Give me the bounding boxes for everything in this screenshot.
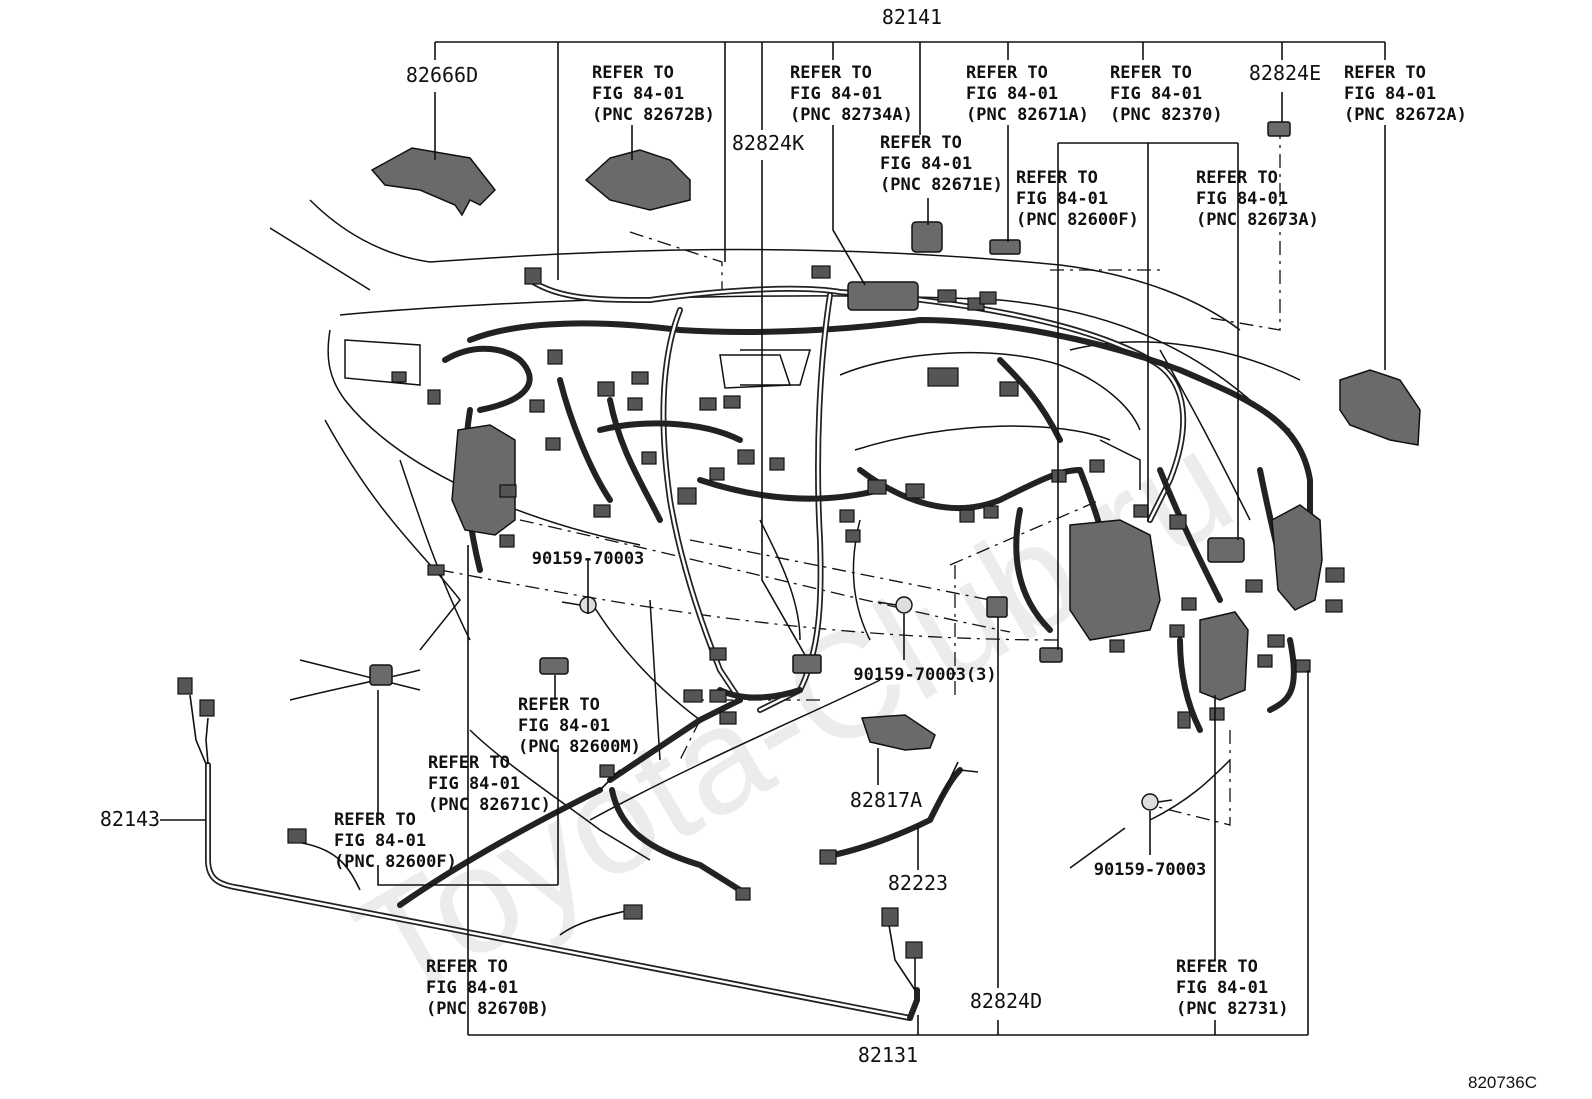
svg-text:FIG 84-01: FIG 84-01 <box>518 716 610 736</box>
refer-82600M: REFER TO FIG 84-01 (PNC 82600M) <box>518 695 641 757</box>
svg-text:REFER TO: REFER TO <box>592 63 674 83</box>
bolt-icon <box>877 596 913 614</box>
refer-82734A: REFER TO FIG 84-01 (PNC 82734A) <box>790 63 913 125</box>
svg-text:FIG 84-01: FIG 84-01 <box>428 774 520 794</box>
refer-82370: REFER TO FIG 84-01 (PNC 82370) <box>1110 63 1223 125</box>
svg-text:REFER TO: REFER TO <box>880 133 962 153</box>
svg-text:REFER TO: REFER TO <box>1016 168 1098 188</box>
callout-82131: 82131 <box>858 1043 918 1067</box>
svg-text:FIG 84-01: FIG 84-01 <box>334 831 426 851</box>
bolt-icon <box>561 596 597 614</box>
svg-text:REFER TO: REFER TO <box>334 810 416 830</box>
connector-82671E <box>911 221 943 253</box>
svg-text:FIG 84-01: FIG 84-01 <box>592 84 684 104</box>
callout-82143: 82143 <box>100 807 160 831</box>
refer-82600F-bottom: REFER TO FIG 84-01 (PNC 82600F) <box>334 810 457 872</box>
svg-text:FIG 84-01: FIG 84-01 <box>1196 189 1288 209</box>
junction-block-82600F <box>1069 519 1161 641</box>
refer-82600F-top: REFER TO FIG 84-01 (PNC 82600F) <box>1016 168 1139 230</box>
svg-text:FIG 84-01: FIG 84-01 <box>790 84 882 104</box>
svg-text:REFER TO: REFER TO <box>790 63 872 83</box>
refer-82671E: REFER TO FIG 84-01 (PNC 82671E) <box>880 133 1003 195</box>
relay-82673A <box>1207 537 1245 563</box>
instrument-panel-outline <box>269 199 1301 869</box>
refer-82670B: REFER TO FIG 84-01 (PNC 82670B) <box>426 957 549 1019</box>
svg-text:(PNC 82370): (PNC 82370) <box>1110 105 1223 125</box>
relay-block-82670B <box>451 424 516 536</box>
refer-blocks: REFER TO FIG 84-01 (PNC 82672B) REFER TO… <box>334 63 1467 1019</box>
svg-text:FIG 84-01: FIG 84-01 <box>1110 84 1202 104</box>
callout-82141: 82141 <box>882 5 942 29</box>
svg-text:FIG 84-01: FIG 84-01 <box>426 978 518 998</box>
connector-82824D <box>986 596 1008 618</box>
callout-82223: 82223 <box>888 871 948 895</box>
bolts <box>561 596 1173 811</box>
svg-text:REFER TO: REFER TO <box>1176 957 1258 977</box>
bracket-82817A <box>860 714 936 751</box>
callout-bolt-mid: 90159-70003(3) <box>853 665 996 685</box>
bolt-icon <box>1141 793 1173 811</box>
callouts: 82141 82666D 82824E 82824K 82143 82817A … <box>100 5 1537 1092</box>
relay-block-82672A <box>1339 369 1421 446</box>
connector-82600M <box>539 657 569 675</box>
svg-text:FIG 84-01: FIG 84-01 <box>966 84 1058 104</box>
harness-connectors <box>177 265 1345 959</box>
callout-82817A: 82817A <box>850 788 922 812</box>
callout-82824D: 82824D <box>970 989 1042 1013</box>
svg-text:FIG 84-01: FIG 84-01 <box>880 154 972 174</box>
svg-text:FIG 84-01: FIG 84-01 <box>1016 189 1108 209</box>
svg-text:REFER TO: REFER TO <box>428 753 510 773</box>
callout-82824K: 82824K <box>732 131 804 155</box>
refer-82672A: REFER TO FIG 84-01 (PNC 82672A) <box>1344 63 1467 125</box>
harness-82143 <box>189 694 920 1021</box>
callout-82666D: 82666D <box>406 63 478 87</box>
svg-text:REFER TO: REFER TO <box>426 957 508 977</box>
svg-text:REFER TO: REFER TO <box>1196 168 1278 188</box>
svg-text:(PNC 82670B): (PNC 82670B) <box>426 999 549 1019</box>
svg-text:(PNC 82671A): (PNC 82671A) <box>966 105 1089 125</box>
svg-text:(PNC 82673A): (PNC 82673A) <box>1196 210 1319 230</box>
refer-82671C: REFER TO FIG 84-01 (PNC 82671C) <box>428 753 551 815</box>
svg-text:(PNC 82600F): (PNC 82600F) <box>334 852 457 872</box>
connector-82734A <box>847 281 919 311</box>
svg-text:(PNC 82600F): (PNC 82600F) <box>1016 210 1139 230</box>
leader-lines <box>160 41 1386 1036</box>
refer-82671A: REFER TO FIG 84-01 (PNC 82671A) <box>966 63 1089 125</box>
svg-text:FIG 84-01: FIG 84-01 <box>1344 84 1436 104</box>
junction-block-82666D <box>370 147 496 217</box>
parts <box>369 121 1421 751</box>
svg-text:(PNC 82672B): (PNC 82672B) <box>592 105 715 125</box>
figure-id: 820736C <box>1468 1073 1537 1092</box>
callout-82824E: 82824E <box>1249 61 1321 85</box>
callout-bolt-right: 90159-70003 <box>1094 860 1207 880</box>
connector-82370 <box>1039 647 1063 663</box>
svg-text:(PNC 82600M): (PNC 82600M) <box>518 737 641 757</box>
refer-82673A: REFER TO FIG 84-01 (PNC 82673A) <box>1196 168 1319 230</box>
svg-text:(PNC 82671C): (PNC 82671C) <box>428 795 551 815</box>
connector-82824K <box>792 654 822 674</box>
harness-clip-right <box>1271 504 1323 611</box>
junction-block-82731 <box>1199 611 1249 701</box>
svg-text:(PNC 82731): (PNC 82731) <box>1176 999 1289 1019</box>
svg-text:(PNC 82734A): (PNC 82734A) <box>790 105 913 125</box>
svg-text:FIG 84-01: FIG 84-01 <box>1176 978 1268 998</box>
harness-82223 <box>825 761 979 859</box>
connector-82671A <box>989 239 1021 255</box>
svg-text:REFER TO: REFER TO <box>518 695 600 715</box>
main-harness <box>442 277 1313 783</box>
refer-82672B: REFER TO FIG 84-01 (PNC 82672B) <box>592 63 715 125</box>
junction-block-82672B <box>584 149 691 211</box>
refer-82731: REFER TO FIG 84-01 (PNC 82731) <box>1176 957 1289 1019</box>
connector-82671C <box>369 664 393 686</box>
svg-text:(PNC 82672A): (PNC 82672A) <box>1344 105 1467 125</box>
callout-bolt-left: 90159-70003 <box>532 549 645 569</box>
svg-text:REFER TO: REFER TO <box>966 63 1048 83</box>
connector-82824E <box>1267 121 1291 137</box>
svg-text:REFER TO: REFER TO <box>1344 63 1426 83</box>
svg-text:REFER TO: REFER TO <box>1110 63 1192 83</box>
svg-text:(PNC 82671E): (PNC 82671E) <box>880 175 1003 195</box>
